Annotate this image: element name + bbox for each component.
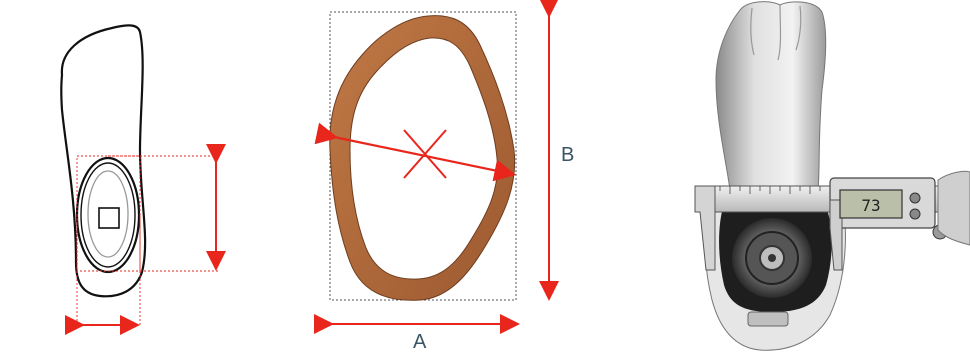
caliper-display [839,189,903,219]
socket-ring-dimension-diagram: A B [300,0,640,355]
center-cross [403,129,447,179]
caliper-button [909,208,921,220]
foot-outline-diagram [0,0,300,355]
foot-outline [60,24,147,298]
dimension-label-a: A [413,331,427,353]
hand [937,170,970,246]
socket-ring [329,15,516,301]
socket-outer-ring [75,156,141,274]
socket-center-square [98,207,120,229]
caliper-button [909,192,921,204]
diameter-arrow [314,122,517,182]
caliper-reading: 73 [861,196,880,215]
guide-lines [76,155,218,326]
prosthetic-foot [715,1,827,191]
dimension-label-b: B [561,144,575,166]
foot-toes [750,4,802,61]
caliper-fixed-jaw [694,185,716,271]
socket-middle-ring [80,162,136,268]
socket-inner-ring [87,170,129,258]
base-plate [747,311,789,327]
caliper-measurement-photo: 73 [640,0,970,355]
